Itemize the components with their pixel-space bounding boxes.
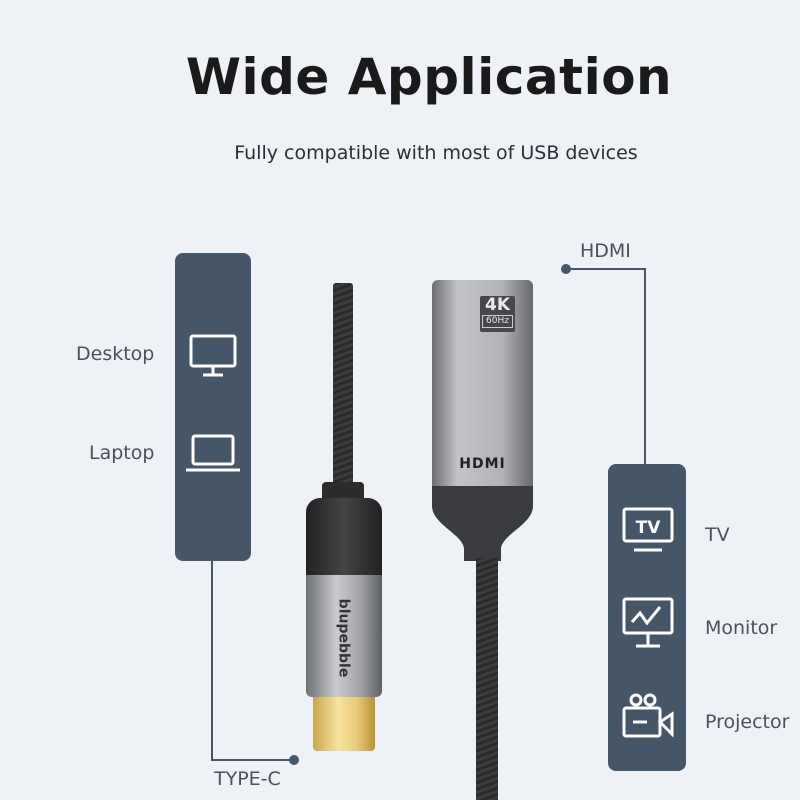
hdmi-cable — [476, 558, 498, 800]
device-label-projector: Projector — [705, 711, 790, 733]
usbc-plug — [313, 697, 375, 751]
tv-icon: TV — [622, 507, 674, 552]
source-devices-panel — [175, 253, 251, 561]
hdmi-boot — [432, 486, 533, 561]
usbc-housing: blupebble — [306, 575, 382, 697]
connector-line — [211, 759, 293, 761]
4k-badge: 4K 60Hz — [480, 296, 515, 332]
typec-label: TYPE-C — [214, 768, 281, 790]
display-devices-panel: TV — [608, 464, 686, 771]
page-subtitle: Fully compatible with most of USB device… — [234, 142, 638, 164]
device-label-desktop: Desktop — [76, 343, 155, 365]
laptop-icon — [186, 434, 240, 472]
connector-line — [565, 268, 646, 270]
page-title: Wide Application — [185, 48, 673, 106]
usbc-cable — [333, 283, 353, 488]
hdmi-logo: HDMI — [459, 456, 506, 472]
connector-line — [644, 268, 646, 466]
hdmi-label: HDMI — [580, 240, 631, 262]
desktop-icon — [189, 334, 237, 377]
device-label-tv: TV — [705, 524, 730, 546]
projector-icon — [622, 693, 674, 738]
connector-line — [211, 555, 213, 761]
hdmi-housing: 4K 60Hz HDMI — [432, 280, 533, 488]
connector-dot — [289, 755, 299, 765]
monitor-icon — [622, 597, 674, 648]
device-label-laptop: Laptop — [89, 442, 155, 464]
brand-logo: blupebble — [335, 598, 352, 678]
usbc-strain-relief — [322, 482, 364, 502]
device-label-monitor: Monitor — [705, 617, 778, 639]
usbc-boot — [306, 498, 382, 578]
svg-text:TV: TV — [636, 518, 662, 538]
